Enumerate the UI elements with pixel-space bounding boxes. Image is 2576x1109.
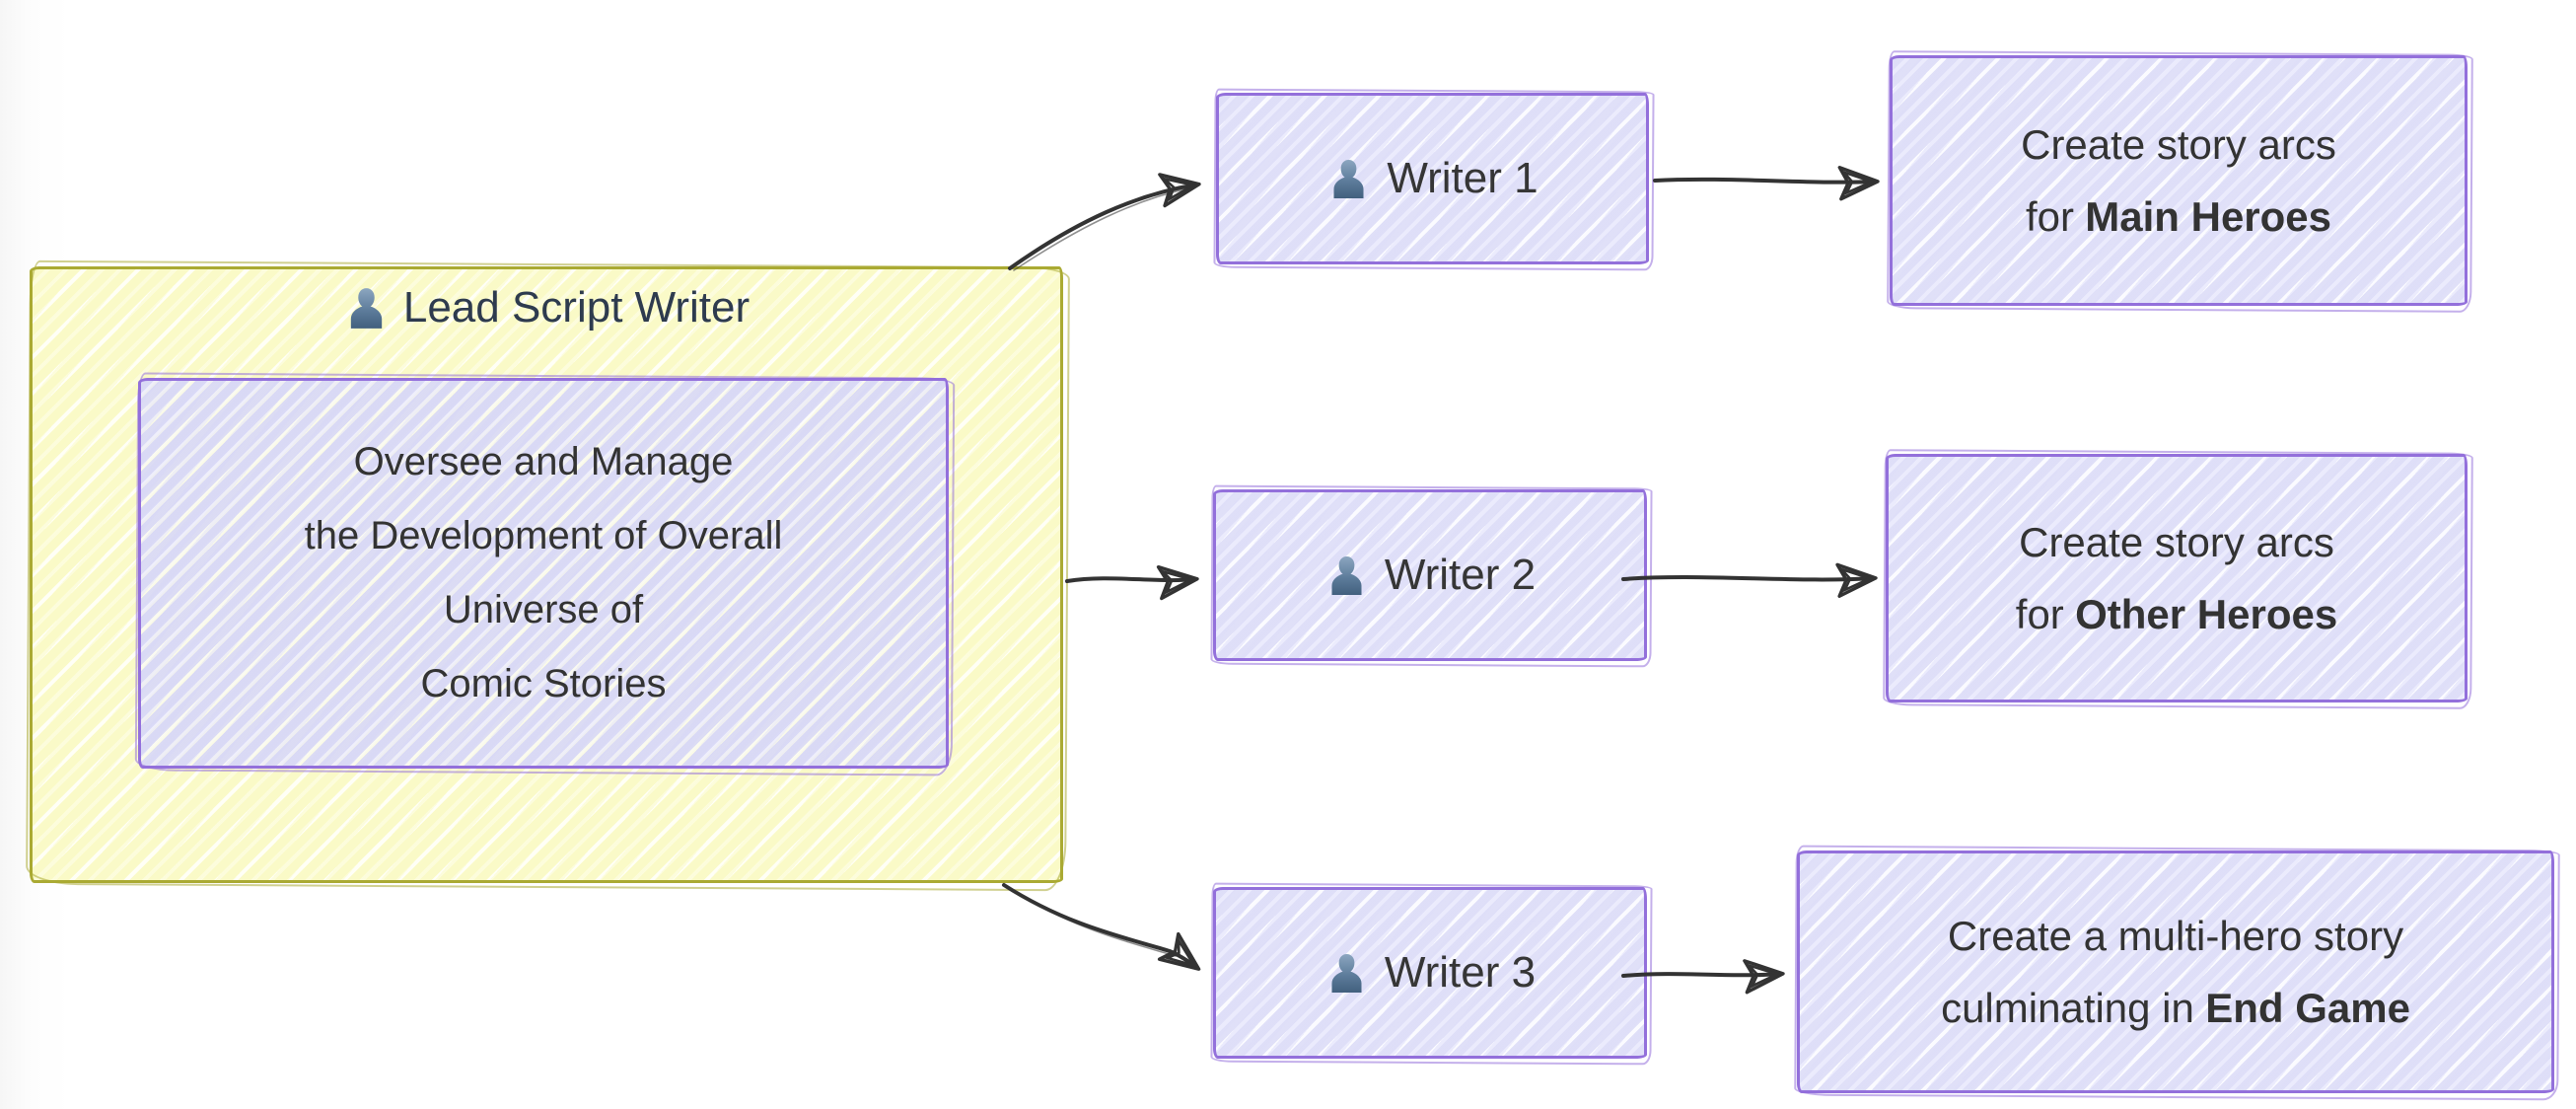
lead-task-line: Oversee and Manage (353, 440, 734, 483)
task-line-2-prefix: for (2025, 193, 2074, 240)
task-line-2-bold: Main Heroes (2085, 193, 2332, 240)
lead-container-label: Lead Script Writer (33, 283, 1060, 333)
edge-lead-to-writer-3-sketch (1006, 886, 1177, 957)
task-line-1: Create story arcs (2019, 519, 2334, 565)
writer-3-node: Writer 3 (1213, 887, 1647, 1059)
task-line-2-bold: Other Heroes (2075, 591, 2338, 637)
edge-lead-to-writer-1-sketch (1013, 187, 1189, 271)
writer-1-node: Writer 1 (1216, 93, 1649, 264)
lead-task-line: the Development of Overall (304, 514, 783, 557)
person-icon (343, 285, 390, 332)
writer-1-label: Writer 1 (1387, 154, 1538, 202)
edge-writer-1-to-task (1653, 165, 1880, 201)
edge-lead-to-writer-3 (1002, 883, 1201, 971)
lead-label-text: Lead Script Writer (402, 283, 751, 332)
task-line-1: Create story arcs (2021, 121, 2336, 168)
task-line-2-prefix: culminating in (1941, 985, 2194, 1031)
task-end-game-node: Create a multi-hero story culminating in… (1797, 850, 2554, 1093)
edge-writer-3-to-task (1621, 959, 1785, 995)
writer-3-label: Writer 3 (1384, 948, 1537, 997)
writer-2-node: Writer 2 (1213, 489, 1647, 661)
lead-task-line: Universe of (443, 588, 644, 631)
edge-writer-2-to-task (1621, 562, 1878, 598)
lead-task-text: Oversee and Manage the Development of Ov… (305, 425, 783, 721)
lead-task-line: Comic Stories (420, 662, 667, 705)
task-line-2-prefix: for (2015, 591, 2064, 637)
person-icon (1324, 554, 1369, 598)
edge-lead-to-writer-2 (1065, 564, 1199, 601)
edge-lead-to-writer-1 (1008, 173, 1201, 270)
person-icon (1326, 157, 1371, 201)
writer-2-label: Writer 2 (1384, 551, 1537, 599)
task-line-1: Create a multi-hero story (1947, 913, 2404, 959)
lead-task-node: Oversee and Manage the Development of Ov… (138, 378, 949, 769)
task-line-2-bold: End Game (2205, 985, 2410, 1031)
person-icon (1324, 951, 1369, 996)
task-end-game-text: Create a multi-hero story culminating in… (1941, 900, 2410, 1044)
